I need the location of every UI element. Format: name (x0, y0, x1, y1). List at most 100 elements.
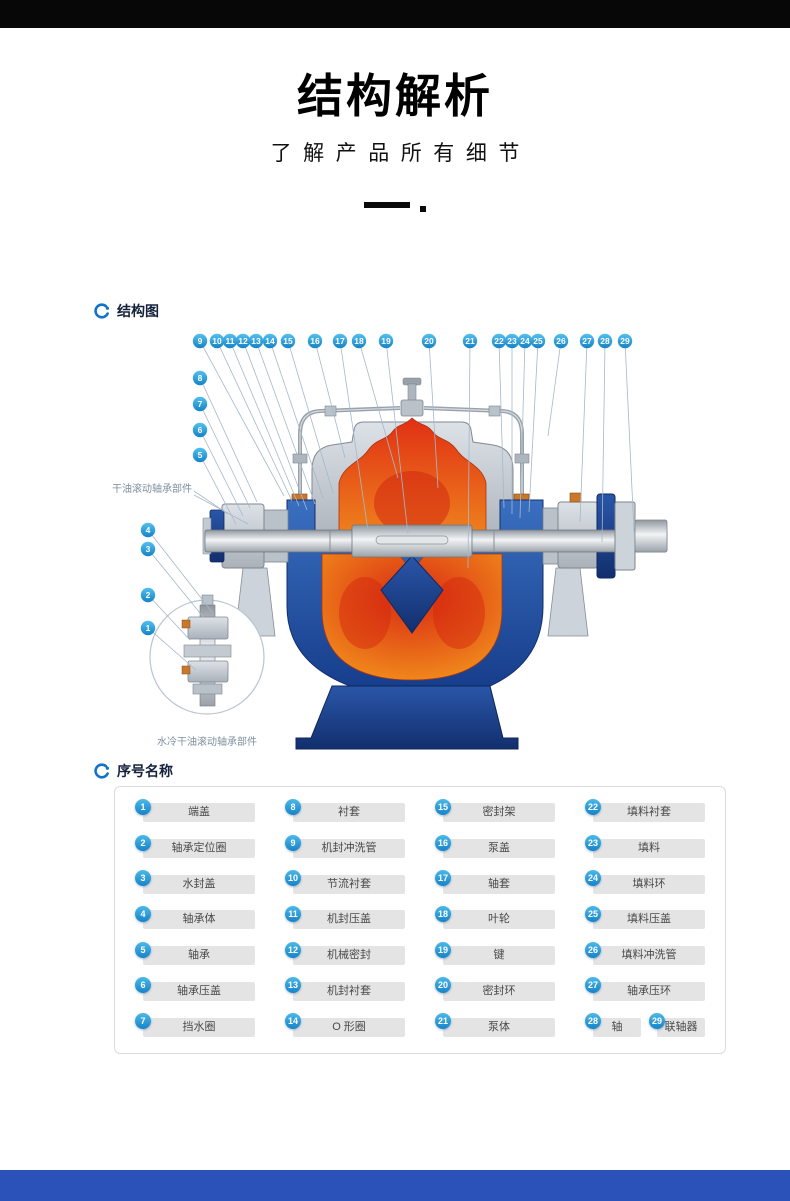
page-subtitle: 了解产品所有细节 (270, 142, 531, 165)
part-number-badge: 12 (285, 941, 301, 958)
callout-9: 9 (192, 333, 208, 349)
svg-text:1: 1 (146, 623, 151, 633)
flow-shading (374, 471, 450, 535)
grease-fitting (513, 493, 530, 506)
part-name-pill: 轴承压盖 (143, 981, 255, 1001)
callout-leader-7 (199, 403, 251, 509)
part-name-pill: 泵体 (443, 1017, 555, 1037)
part-name-pill: 轴承 (143, 946, 255, 966)
detail-circle (149, 599, 265, 715)
callout-1: 1 (140, 620, 156, 636)
detail-shaft (199, 604, 216, 707)
part-number-badge: 11 (285, 905, 301, 922)
part-number-badge: 19 (435, 941, 451, 958)
pipe-fitting (324, 405, 337, 417)
callout-leader-26 (547, 340, 562, 437)
part-name-pill: 叶轮 (443, 910, 555, 930)
callout-leader-9 (199, 340, 285, 497)
svg-text:17: 17 (335, 336, 345, 346)
left-end-cover (202, 517, 212, 555)
part-number-badge: 1 (135, 798, 151, 815)
svg-text:15: 15 (283, 336, 293, 346)
callout-leader-11 (229, 340, 300, 507)
svg-text:22: 22 (494, 336, 504, 346)
left-bearing-housing (221, 503, 265, 569)
part-number-badge: 13 (285, 977, 301, 994)
part-name-pill: 机封冲洗管 (293, 839, 405, 859)
svg-text:28: 28 (600, 336, 610, 346)
part-number-badge: 8 (285, 798, 301, 815)
part-number-badge: 26 (585, 941, 601, 958)
bearing-detail-view (149, 594, 265, 715)
part-name-pill: 端盖 (143, 803, 255, 823)
circle-mark-icon (94, 302, 109, 319)
svg-text:25: 25 (533, 336, 543, 346)
svg-text:26: 26 (556, 336, 566, 346)
part-name-pill: 密封架 (443, 803, 555, 823)
callout-8: 8 (192, 370, 208, 386)
keyway (375, 535, 449, 545)
callout-leader-12 (242, 340, 308, 511)
part-name-pill: 填料冲洗管 (593, 946, 705, 966)
callout-leader-17 (339, 340, 369, 532)
callout-leader-14 (269, 340, 324, 499)
label-leader (193, 490, 229, 515)
callout-11: 11 (222, 333, 238, 349)
grease-fitting (181, 619, 191, 629)
grease-fitting (291, 493, 308, 506)
part-number-badge: 10 (285, 870, 301, 887)
footer-bar (0, 1170, 790, 1201)
top-valve (400, 399, 424, 417)
coupling-hub (634, 519, 668, 553)
part-number-badge: 21 (435, 1013, 451, 1030)
flush-pipe-right (423, 406, 524, 502)
part-number-badge: 28 (585, 1013, 601, 1030)
svg-text:2: 2 (146, 590, 151, 600)
part-number-badge: 23 (585, 834, 601, 851)
part-number-badge: 14 (285, 1013, 301, 1030)
part-name-pill: 轴承体 (143, 910, 255, 930)
pump-body (286, 499, 544, 687)
callout-29: 29 (617, 333, 633, 349)
svg-text:11: 11 (226, 336, 235, 346)
callout-leader-1 (147, 627, 197, 671)
part-number-badge: 24 (585, 870, 601, 887)
part-number-badge: 6 (135, 977, 151, 994)
callout-leader-24 (519, 340, 526, 519)
part-name-pill: 键 (443, 946, 555, 966)
shaft-sleeve (351, 524, 473, 558)
left-seal-gland (261, 509, 289, 563)
part-number-badge: 27 (585, 977, 601, 994)
svg-text:4: 4 (146, 525, 151, 535)
flow-shading (339, 577, 391, 649)
section-title-diagram: 结构图 (117, 303, 159, 319)
part-name-pill: 机封压盖 (293, 910, 405, 930)
callout-leader-3 (147, 548, 205, 619)
callout-12: 12 (235, 333, 251, 349)
callout-21: 21 (462, 333, 478, 349)
callout-20: 20 (421, 333, 437, 349)
